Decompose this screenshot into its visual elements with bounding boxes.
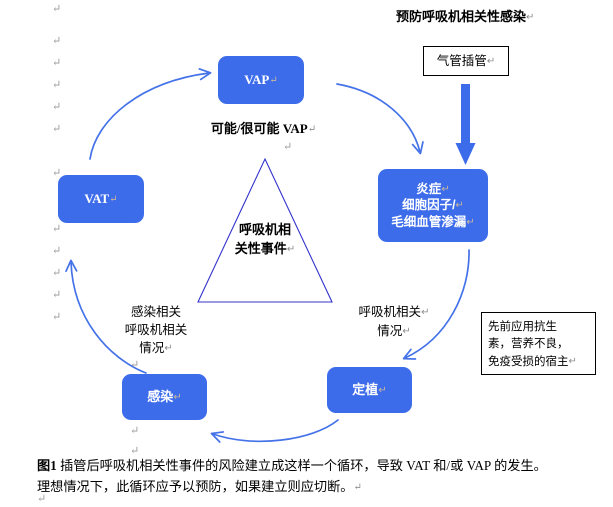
- host-factors-line-1: 先前应用抗生: [488, 321, 557, 334]
- arrow-colonization-to-infection: [210, 419, 339, 443]
- node-intubation[interactable]: 气管插管↵: [423, 46, 509, 76]
- right-condition-line-2: 情况: [377, 323, 403, 338]
- pilcrow-icon: ↵: [52, 311, 62, 323]
- node-vat[interactable]: VAT↵: [58, 175, 144, 223]
- node-inflammation[interactable]: 炎症↵ 细胞因子/↵ 毛细血管渗漏↵: [378, 169, 488, 242]
- pilcrow-icon: ↵: [173, 392, 182, 404]
- pilcrow-icon: ↵: [286, 243, 296, 255]
- pilcrow-icon: ↵: [52, 79, 62, 91]
- page-title-text: 预防呼吸机相关性感染: [396, 9, 527, 24]
- left-condition-line-3: 情况: [139, 341, 165, 356]
- pilcrow-icon: ↵: [52, 245, 62, 257]
- pilcrow-icon: ↵: [455, 200, 464, 212]
- node-host-factors[interactable]: 先前应用抗生 素，营养不良， 免疫受损的宿主↵: [481, 312, 596, 375]
- label-vae: 呼吸机相 关性事件↵: [205, 221, 325, 259]
- vae-triangle: [197, 157, 333, 303]
- pilcrow-icon: ↵: [568, 355, 577, 367]
- node-intubation-label: 气管插管: [436, 53, 487, 68]
- pilcrow-icon: ↵: [526, 12, 535, 23]
- caption-figure-number: 图1: [37, 458, 57, 473]
- node-infection-label: 感染: [147, 389, 174, 405]
- label-probable-vap: 可能/很可能 VAP↵: [196, 120, 331, 139]
- node-vap[interactable]: VAP↵: [218, 56, 304, 104]
- pilcrow-icon: ↵: [486, 55, 496, 67]
- node-vap-label: VAP: [244, 72, 270, 88]
- arrow-infection-to-vat: [65, 259, 147, 374]
- pilcrow-icon: ↵: [52, 3, 62, 15]
- pilcrow-icon: ↵: [466, 216, 475, 228]
- label-ventilator-related-condition: 呼吸机相关↵ 情况↵: [334, 303, 454, 340]
- figure-caption: 图1 插管后呼吸机相关性事件的风险建立成这样一个循环，导致 VAT 和/或 VA…: [37, 455, 597, 498]
- pilcrow-icon: ↵: [52, 123, 62, 135]
- pilcrow-icon: ↵: [130, 359, 140, 371]
- pilcrow-icon: ↵: [283, 141, 293, 153]
- pilcrow-icon: ↵: [378, 385, 387, 397]
- node-infection[interactable]: 感染↵: [122, 374, 207, 420]
- pilcrow-icon: ↵: [441, 183, 450, 195]
- inflammation-line-2: 细胞因子/: [402, 198, 456, 213]
- pilcrow-icon: ↵: [52, 35, 62, 47]
- page-title: 预防呼吸机相关性感染↵: [396, 8, 596, 27]
- inflammation-line-1: 炎症: [416, 181, 442, 196]
- pilcrow-icon: ↵: [52, 223, 62, 235]
- node-colonization-label: 定植: [352, 382, 379, 398]
- pilcrow-icon: ↵: [164, 343, 173, 355]
- node-vat-label: VAT: [84, 191, 110, 207]
- pilcrow-icon: ↵: [109, 194, 118, 206]
- left-condition-line-2: 呼吸机相关: [124, 323, 188, 338]
- inflammation-line-3: 毛细血管渗漏: [391, 214, 467, 229]
- right-condition-line-1: 呼吸机相关: [358, 305, 422, 319]
- pilcrow-icon: ↵: [37, 493, 47, 505]
- pilcrow-icon: ↵: [421, 307, 430, 318]
- pilcrow-icon: ↵: [402, 325, 411, 337]
- caption-line-2: 理想情况下，此循环应予以预防，如果建立则应切断。: [37, 479, 354, 495]
- arrow-inflammation-to-colonization: [402, 249, 470, 360]
- label-infection-related-condition: 感染相关 呼吸机相关 情况↵: [96, 303, 216, 358]
- pilcrow-icon: ↵: [130, 425, 140, 437]
- caption-line-1: 插管后呼吸机相关性事件的风险建立成这样一个循环，导致 VAT 和/或 VAP 的…: [60, 458, 547, 473]
- pilcrow-icon: ↵: [353, 482, 362, 494]
- node-colonization[interactable]: 定植↵: [327, 367, 412, 413]
- host-factors-line-2: 素，营养不良，: [488, 338, 569, 351]
- pilcrow-icon: ↵: [52, 289, 62, 301]
- vae-line-1: 呼吸机相: [238, 222, 291, 237]
- probable-vap-text: 可能/很可能 VAP: [210, 121, 308, 136]
- host-factors-line-3: 免疫受损的宿主: [488, 355, 569, 368]
- pilcrow-icon: ↵: [269, 75, 278, 87]
- arrow-intubation-to-inflammation: [455, 84, 476, 165]
- arrow-vat-to-vap: [89, 68, 212, 160]
- pilcrow-icon: ↵: [307, 124, 317, 135]
- pilcrow-icon: ↵: [130, 445, 140, 457]
- left-condition-line-1: 感染相关: [130, 305, 181, 319]
- pilcrow-icon: ↵: [52, 57, 62, 69]
- pilcrow-icon: ↵: [52, 267, 62, 279]
- arrow-vap-to-inflammation: [336, 83, 424, 155]
- pilcrow-icon: ↵: [52, 167, 62, 179]
- pilcrow-icon: ↵: [52, 101, 62, 113]
- vae-line-2: 关性事件: [234, 240, 287, 256]
